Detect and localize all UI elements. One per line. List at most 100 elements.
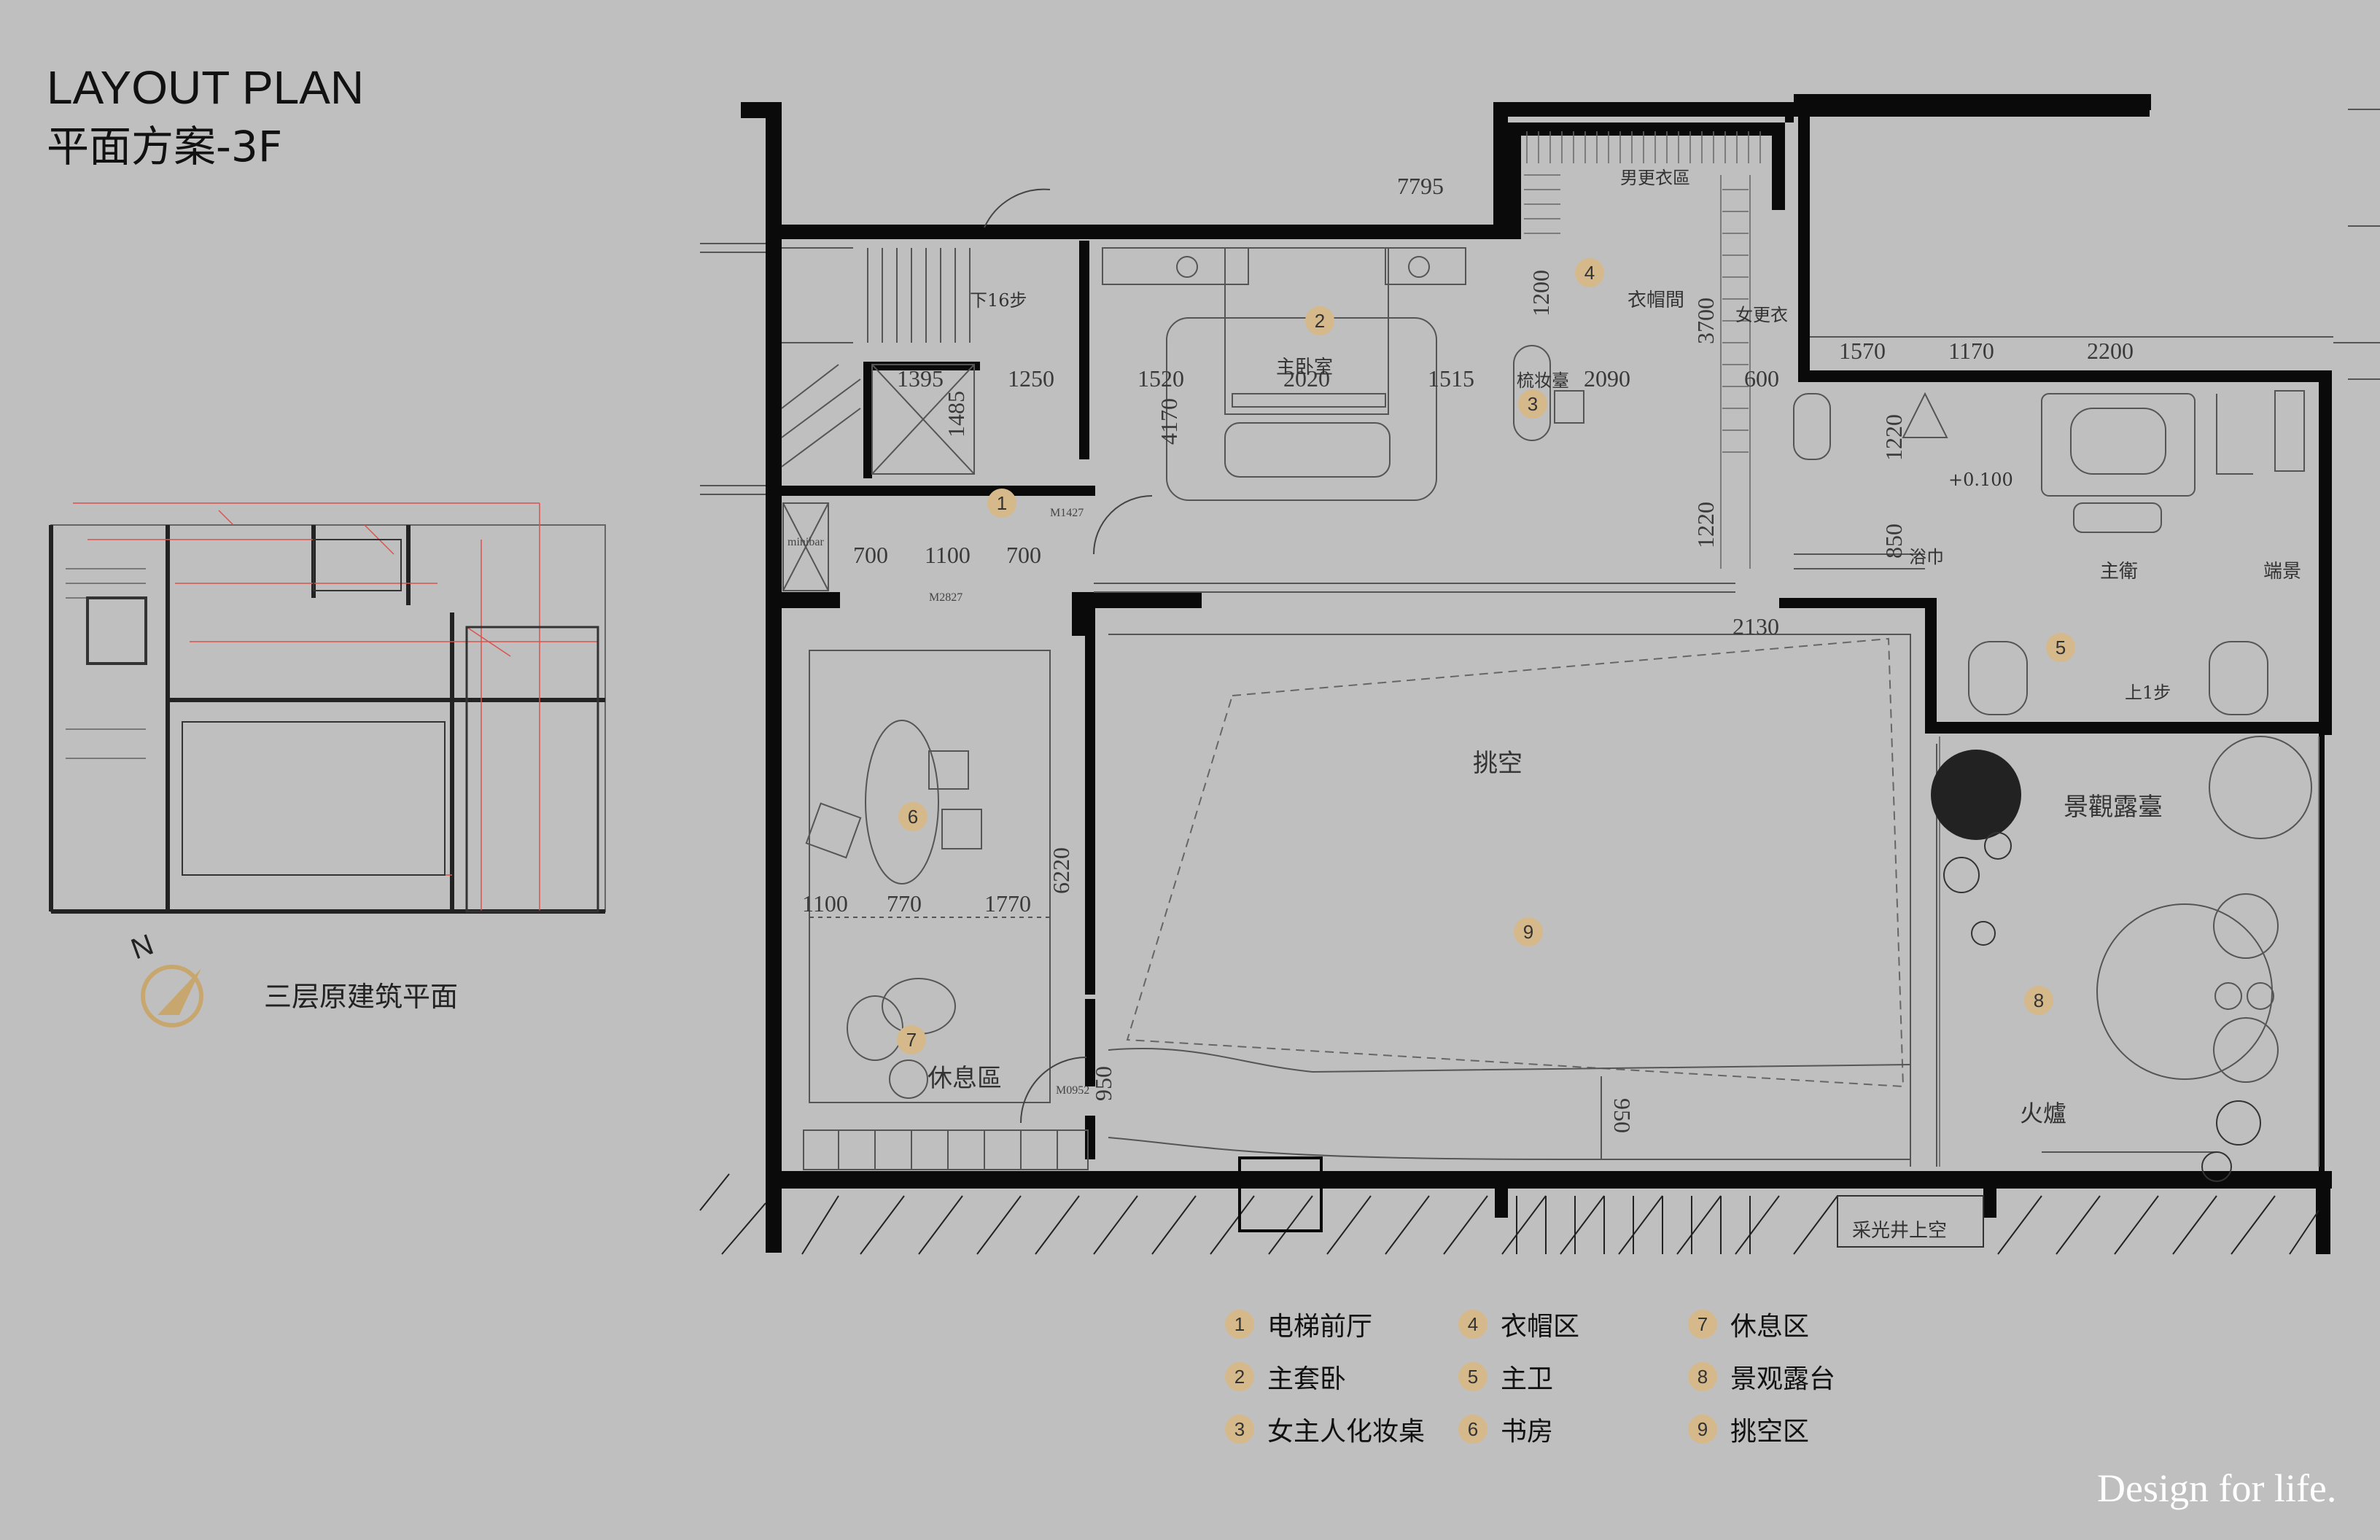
legend-label: 书房 [1501, 1417, 1554, 1447]
svg-text:950: 950 [1090, 1066, 1116, 1101]
legend-item: 8 景观露台 [1688, 1359, 1878, 1394]
legend-number: 2 [1225, 1362, 1254, 1391]
legend-label: 主套卧 [1267, 1364, 1347, 1394]
svg-text:1570: 1570 [1839, 338, 1886, 364]
svg-text:850: 850 [1881, 524, 1907, 559]
legend-label: 挑空区 [1730, 1417, 1810, 1447]
svg-text:1220: 1220 [1692, 502, 1719, 548]
svg-text:6220: 6220 [1048, 847, 1074, 894]
svg-text:770: 770 [887, 890, 922, 917]
legend-item: 9 挑空区 [1688, 1412, 1878, 1447]
svg-text:4: 4 [1584, 262, 1595, 284]
doors [984, 188, 1153, 1124]
site-lines [699, 94, 2380, 1255]
steps-up-label: 上1步 [2125, 682, 2171, 703]
svg-text:700: 700 [1006, 542, 1041, 568]
legend-label: 景观露台 [1730, 1364, 1836, 1394]
room-markers: 1 2 3 4 5 6 7 8 9 [897, 258, 2075, 1054]
legend-number: 9 [1688, 1415, 1717, 1444]
svg-text:5: 5 [2056, 637, 2066, 658]
marker-9: 9 [1514, 917, 1543, 946]
bath-towel-label: 浴巾 [1909, 547, 1944, 567]
svg-text:7: 7 [906, 1029, 917, 1051]
minibar-label: minibar [788, 536, 824, 548]
svg-text:700: 700 [853, 542, 888, 568]
master-bedroom-label: 主卧室 [1276, 357, 1333, 378]
legend-number: 8 [1688, 1362, 1717, 1391]
legend-item: 1 电梯前厅 [1225, 1307, 1458, 1342]
master-bath-label: 主衛 [2100, 561, 2138, 583]
svg-text:1770: 1770 [984, 890, 1031, 917]
page-subtitle: 平面方案-3F [47, 122, 283, 171]
brand-tagline: Design for life. [2097, 1466, 2337, 1510]
svg-text:3: 3 [1528, 393, 1538, 415]
legend-label: 衣帽区 [1501, 1312, 1580, 1342]
terrace-plant [1931, 750, 2261, 1182]
legend-label: 电梯前厅 [1267, 1312, 1373, 1342]
door-m2827-label: M2827 [929, 591, 962, 604]
original-plan-thumbnail [49, 502, 606, 914]
svg-text:1395: 1395 [897, 365, 944, 392]
marker-4: 4 [1575, 258, 1604, 287]
mens-closet-label: 男更衣區 [1620, 168, 1690, 188]
legend-item: 5 主卫 [1458, 1359, 1688, 1394]
level-label: +0.100 [1948, 470, 2013, 490]
marker-1: 1 [987, 489, 1016, 518]
dimension-labels: 7795 1395 1485 1250 1520 2020 1515 2090 … [802, 173, 2134, 1133]
svg-text:1: 1 [997, 492, 1007, 514]
marker-7: 7 [897, 1025, 926, 1054]
legend-number: 5 [1458, 1362, 1488, 1391]
legend-number: 4 [1458, 1310, 1488, 1339]
legend-item: 4 衣帽区 [1458, 1307, 1688, 1342]
svg-text:1520: 1520 [1138, 365, 1184, 392]
bath-feature-label: 端景 [2263, 561, 2301, 583]
svg-text:2200: 2200 [2087, 338, 2134, 364]
svg-text:7795: 7795 [1397, 173, 1444, 199]
legend-label: 主卫 [1501, 1364, 1554, 1394]
legend-label: 女主人化妆桌 [1267, 1417, 1426, 1447]
vanity-label: 梳妆臺 [1517, 370, 1569, 391]
svg-text:950: 950 [1609, 1098, 1636, 1133]
legend-item: 2 主套卧 [1225, 1359, 1458, 1394]
legend-number: 7 [1688, 1310, 1717, 1339]
walls [741, 102, 2332, 1254]
svg-text:2090: 2090 [1584, 365, 1630, 392]
marker-8: 8 [2024, 986, 2053, 1015]
svg-text:1220: 1220 [1881, 414, 1907, 461]
svg-text:8: 8 [2034, 989, 2044, 1011]
svg-text:1100: 1100 [925, 542, 971, 568]
svg-text:1250: 1250 [1008, 365, 1054, 392]
marker-6: 6 [898, 802, 928, 831]
legend-number: 6 [1458, 1415, 1488, 1444]
svg-text:1515: 1515 [1428, 365, 1474, 392]
cloakroom-label: 衣帽間 [1628, 289, 1684, 311]
void-label: 挑空 [1473, 749, 1522, 778]
svg-text:2130: 2130 [1732, 613, 1779, 639]
door-m1427-label: M1427 [1050, 507, 1084, 519]
stairs-down-label: 下16步 [970, 290, 1027, 311]
terrace-label: 景觀露臺 [2064, 793, 2163, 822]
svg-text:1485: 1485 [943, 391, 969, 438]
legend-item: 6 书房 [1458, 1412, 1688, 1447]
door-m0952-label: M0952 [1056, 1084, 1089, 1097]
legend-number: 1 [1225, 1310, 1254, 1339]
svg-text:6: 6 [908, 806, 918, 828]
fireplace-label: 火爐 [2020, 1100, 2066, 1127]
compass: N [127, 928, 203, 1027]
compass-label: N [127, 928, 158, 965]
svg-text:1100: 1100 [802, 890, 848, 917]
svg-text:9: 9 [1523, 921, 1533, 943]
fixtures [781, 131, 2319, 1170]
room-annotations: 下16步 主卧室 梳妆臺 衣帽間 男更衣區 女更衣 主衛 浴巾 端景 +0.10… [788, 168, 2301, 1242]
svg-text:600: 600 [1744, 365, 1779, 392]
page-title: LAYOUT PLAN [47, 61, 365, 114]
skylight-label: 采光井上空 [1852, 1220, 1947, 1242]
svg-text:1200: 1200 [1528, 270, 1554, 316]
womens-closet-label: 女更衣 [1735, 305, 1788, 325]
svg-text:2020: 2020 [1283, 365, 1330, 392]
svg-text:2: 2 [1315, 310, 1325, 332]
